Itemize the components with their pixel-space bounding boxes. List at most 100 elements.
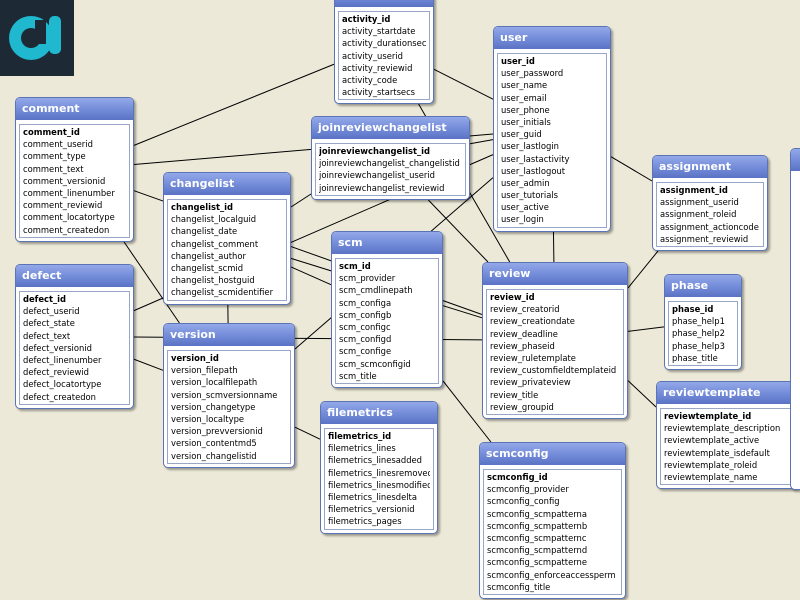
field[interactable]: user_name: [501, 80, 548, 91]
field[interactable]: defect_locatortype: [23, 379, 102, 390]
field[interactable]: scmconfig_title: [487, 581, 551, 592]
field[interactable]: defect_linenumber: [23, 354, 102, 365]
field[interactable]: comment_reviewid: [23, 200, 103, 211]
field[interactable]: defect_userid: [23, 306, 80, 317]
field[interactable]: user_lastlogout: [501, 165, 566, 176]
field[interactable]: comment_linenumber: [23, 187, 115, 198]
field[interactable]: filemetrics_linesremoved: [328, 467, 430, 478]
field[interactable]: changelist_date: [171, 226, 238, 237]
primary-key-field[interactable]: version_id: [171, 353, 219, 363]
field[interactable]: activity_reviewid: [342, 62, 413, 73]
field[interactable]: phase_help2: [672, 328, 725, 339]
field[interactable]: reviewtemplate_roleid: [664, 459, 758, 470]
primary-key-field[interactable]: defect_id: [23, 294, 67, 304]
field[interactable]: scmconfig_scmpatterne: [487, 557, 587, 568]
field[interactable]: user_admin: [501, 177, 550, 188]
primary-key-field[interactable]: comment_id: [23, 127, 80, 137]
field[interactable]: phase_title: [672, 352, 718, 363]
field[interactable]: scmconfig_provider: [487, 484, 569, 495]
field[interactable]: changelist_comment: [171, 238, 259, 249]
field[interactable]: comment_createdon: [23, 224, 110, 235]
field[interactable]: scmconfig_scmpatternb: [487, 520, 588, 531]
field[interactable]: comment_text: [23, 163, 84, 174]
field[interactable]: filemetrics_linesmodified: [328, 479, 430, 490]
field[interactable]: review_creatorid: [490, 304, 560, 315]
primary-key-field[interactable]: review_id: [490, 292, 535, 302]
field[interactable]: version_changelistid: [171, 450, 257, 461]
field[interactable]: scmconfig_config: [487, 496, 560, 507]
field[interactable]: review_title: [490, 389, 539, 400]
primary-key-field[interactable]: changelist_id: [171, 202, 233, 212]
field[interactable]: user_tutorials: [501, 190, 559, 201]
field[interactable]: defect_versionid: [23, 342, 92, 353]
field[interactable]: activity_durationsecs: [342, 38, 426, 49]
field[interactable]: defect_text: [23, 330, 71, 341]
primary-key-field[interactable]: assignment_id: [660, 185, 728, 195]
field[interactable]: assignment_reviewid: [660, 233, 749, 244]
field[interactable]: filemetrics_linesdelta: [328, 491, 417, 502]
field[interactable]: review_deadline: [490, 328, 558, 339]
field[interactable]: scm_configd: [339, 334, 392, 345]
field[interactable]: user_password: [501, 68, 564, 79]
field[interactable]: phase_help3: [672, 340, 725, 351]
field[interactable]: reviewtemplate_active: [664, 435, 760, 446]
table-joinreviewchangelist[interactable]: joinreviewchangelist joinreviewchangelis…: [311, 116, 470, 200]
primary-key-field[interactable]: joinreviewchangelist_id: [319, 146, 431, 156]
field[interactable]: activity_startdate: [342, 26, 416, 37]
field[interactable]: review_ruletemplate: [490, 352, 576, 363]
primary-key-field[interactable]: scm_id: [339, 261, 371, 271]
field[interactable]: assignment_userid: [660, 197, 739, 208]
field[interactable]: version_localtype: [171, 413, 245, 424]
field[interactable]: filemetrics_lines: [328, 443, 396, 454]
field[interactable]: version_filepath: [171, 365, 238, 376]
field[interactable]: defect_reviewid: [23, 367, 89, 378]
field[interactable]: comment_userid: [23, 139, 93, 150]
field[interactable]: filemetrics_linesadded: [328, 455, 422, 466]
field[interactable]: activity_code: [342, 74, 398, 85]
field[interactable]: user_initials: [501, 116, 551, 127]
field[interactable]: changelist_hostguid: [171, 275, 255, 286]
field[interactable]: filemetrics_versionid: [328, 504, 415, 515]
field[interactable]: user_lastactivity: [501, 153, 570, 164]
field[interactable]: joinreviewchangelist_reviewid: [319, 182, 445, 193]
field[interactable]: user_guid: [501, 129, 542, 140]
field[interactable]: scmconfig_enforceaccessperm: [487, 569, 616, 580]
primary-key-field[interactable]: scmconfig_id: [487, 472, 548, 482]
field[interactable]: scm_configc: [339, 321, 391, 332]
field[interactable]: joinreviewchangelist_userid: [319, 170, 436, 181]
field[interactable]: reviewtemplate_isdefault: [664, 447, 770, 458]
field[interactable]: defect_createdon: [23, 391, 96, 402]
field[interactable]: review_creationdate: [490, 316, 575, 327]
field[interactable]: changelist_author: [171, 250, 246, 261]
field[interactable]: scm_confige: [339, 346, 392, 357]
field[interactable]: reviewtemplate_description: [664, 423, 781, 434]
field[interactable]: scmconfig_scmpatternd: [487, 545, 588, 556]
primary-key-field[interactable]: reviewtemplate_id: [664, 411, 752, 421]
field[interactable]: user_phone: [501, 104, 550, 115]
primary-key-field[interactable]: phase_id: [672, 304, 714, 314]
field[interactable]: scmconfig_scmpatternc: [487, 532, 587, 543]
field[interactable]: filemetrics_pages: [328, 516, 402, 527]
primary-key-field[interactable]: filemetrics_id: [328, 431, 392, 441]
field[interactable]: phase_help1: [672, 316, 725, 327]
field[interactable]: activity_startsecs: [342, 87, 416, 98]
field[interactable]: review_phaseid: [490, 340, 555, 351]
primary-key-field[interactable]: activity_id: [342, 14, 391, 24]
field[interactable]: review_customfieldtemplateid: [490, 365, 617, 376]
table-offscreen[interactable]: [790, 148, 800, 490]
field[interactable]: version_contentmd5: [171, 438, 257, 449]
field[interactable]: scm_configa: [339, 297, 392, 308]
field[interactable]: user_lastlogin: [501, 141, 559, 152]
